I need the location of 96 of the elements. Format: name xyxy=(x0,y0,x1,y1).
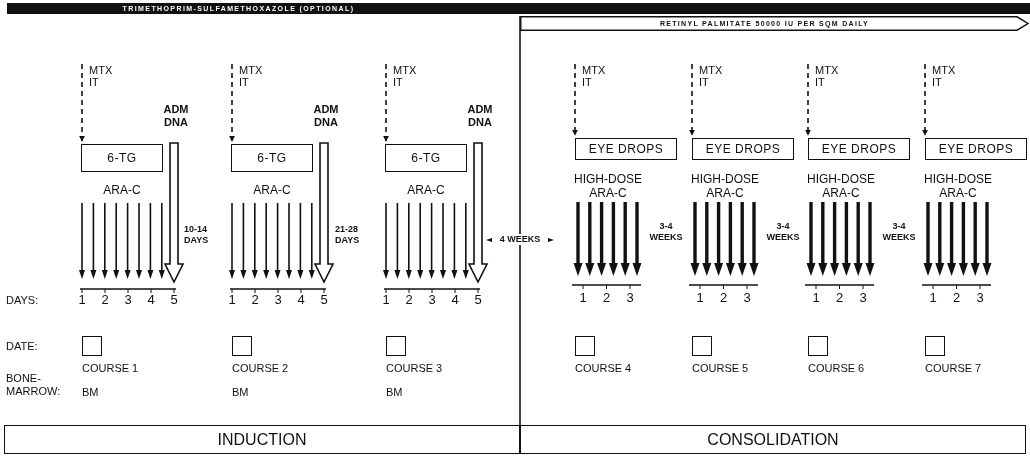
label-text: 1 xyxy=(381,292,391,307)
label-text: HIGH-DOSE ARA-C xyxy=(923,172,993,200)
label-text: 1 xyxy=(227,292,237,307)
dashed-arrow xyxy=(229,63,235,142)
label-text: HIGH-DOSE ARA-C xyxy=(573,172,643,200)
label-text: 3 xyxy=(975,290,985,305)
label-text: 3 xyxy=(858,290,868,305)
label-text: BONE-MARROW: xyxy=(6,372,62,398)
label-text: 1 xyxy=(77,292,87,307)
label-text: 2 xyxy=(951,290,962,305)
label-text: 3-4 WEEKS xyxy=(881,221,917,243)
date-box xyxy=(808,336,828,356)
phase-box xyxy=(520,425,1026,454)
label-text: 1 xyxy=(811,290,821,305)
label-text: 2 xyxy=(100,292,110,307)
drug-box xyxy=(81,144,163,172)
label-text: 21-28 DAYS xyxy=(335,224,361,246)
label-text: ARA-C xyxy=(102,183,142,197)
drug-box xyxy=(231,144,313,172)
dashed-arrow xyxy=(922,63,928,136)
label-text: 2 xyxy=(250,292,260,307)
node-text: CONSOLIDATION xyxy=(707,430,839,449)
dashed-arrow xyxy=(572,63,578,136)
drug-box xyxy=(385,144,467,172)
label-text: 1 xyxy=(928,290,938,305)
course-label: COURSE 6 xyxy=(808,362,865,374)
node-text: 6-TG xyxy=(107,151,137,165)
label-text: ARA-C xyxy=(252,183,292,197)
date-box xyxy=(82,336,102,356)
label-text: 3 xyxy=(427,292,437,307)
label-text: HIGH-DOSE ARA-C xyxy=(690,172,760,200)
node-text: MTX IT xyxy=(392,64,418,88)
drug-box xyxy=(575,138,677,160)
date-box xyxy=(925,336,945,356)
label-text: 2 xyxy=(601,290,612,305)
label-text: ADM DNA xyxy=(162,103,190,129)
date-box xyxy=(575,336,595,356)
node-text: EYE DROPS xyxy=(821,142,897,156)
date-box xyxy=(386,336,406,356)
drug-box xyxy=(808,138,910,160)
node-text: MTX IT xyxy=(814,64,840,88)
course-label: COURSE 7 xyxy=(925,362,982,374)
label-text: ADM DNA xyxy=(312,103,340,129)
label-text: 4 xyxy=(296,292,306,307)
label-text: BM xyxy=(386,386,404,399)
node-text: EYE DROPS xyxy=(938,142,1014,156)
course-label: COURSE 4 xyxy=(575,362,632,374)
course-label: COURSE 2 xyxy=(232,362,289,374)
label-text: 5 xyxy=(473,292,483,307)
dashed-arrow xyxy=(805,63,811,136)
course-label: COURSE 3 xyxy=(386,362,443,374)
dashed-arrow xyxy=(79,63,85,142)
node-text: EYE DROPS xyxy=(705,142,781,156)
label-text: 5 xyxy=(169,292,179,307)
node-text: 6-TG xyxy=(411,151,441,165)
label-text: 2 xyxy=(718,290,729,305)
course-label: COURSE 1 xyxy=(82,362,139,374)
drug-arrow-band xyxy=(520,16,1029,31)
label-text: DATE: xyxy=(6,340,39,353)
label-text: 3 xyxy=(123,292,133,307)
drug-bar xyxy=(7,3,1030,14)
node-text: 6-TG xyxy=(257,151,287,165)
label-text: 10-14 DAYS xyxy=(184,224,210,246)
node-text: MTX IT xyxy=(88,64,114,88)
label-text: 3 xyxy=(273,292,283,307)
dashed-arrow xyxy=(689,63,695,136)
label-text: ADM DNA xyxy=(466,103,494,129)
label-text: HIGH-DOSE ARA-C xyxy=(806,172,876,200)
label-text: DAYS: xyxy=(6,294,40,307)
dashed-arrow xyxy=(383,63,389,142)
node-text: MTX IT xyxy=(581,64,607,88)
label-text: ARA-C xyxy=(406,183,446,197)
label-text: BM xyxy=(232,386,250,399)
phase-box xyxy=(4,425,520,454)
drug-box xyxy=(692,138,794,160)
node-text: EYE DROPS xyxy=(588,142,664,156)
label-text: 4 xyxy=(450,292,460,307)
node-text: MTX IT xyxy=(698,64,724,88)
label-text: 3 xyxy=(625,290,635,305)
node-text: MTX IT xyxy=(238,64,264,88)
node-text: INDUCTION xyxy=(217,430,307,449)
label-text: 2 xyxy=(834,290,845,305)
label-text: 3-4 WEEKS xyxy=(648,221,684,243)
node-text: MTX IT xyxy=(931,64,957,88)
date-box xyxy=(232,336,252,356)
drug-box xyxy=(925,138,1027,160)
date-box xyxy=(692,336,712,356)
label-text: 4 xyxy=(146,292,156,307)
label-text: 3-4 WEEKS xyxy=(765,221,801,243)
label-text: 1 xyxy=(695,290,705,305)
course-label: COURSE 5 xyxy=(692,362,749,374)
label-text: 3 xyxy=(742,290,752,305)
label-text: BM xyxy=(82,386,100,399)
label-text: 2 xyxy=(404,292,414,307)
label-text: 5 xyxy=(319,292,329,307)
label-text: 1 xyxy=(578,290,588,305)
